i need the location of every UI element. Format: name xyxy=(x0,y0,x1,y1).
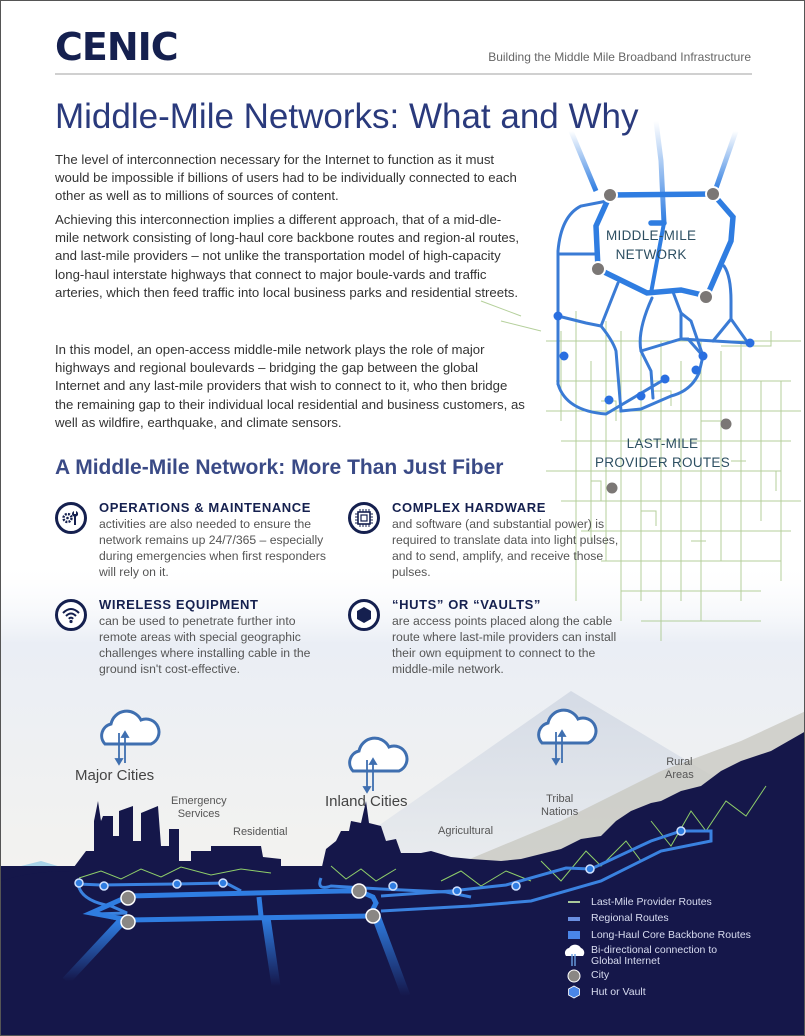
feature-body: activities are also needed to ensure the… xyxy=(99,517,326,579)
legend-label: Hut or Vault xyxy=(591,985,646,998)
emergency-line2: Services xyxy=(177,808,220,820)
legend-item: Last-Mile Provider Routes xyxy=(563,894,751,911)
last-mile-provider-routes-label: LAST-MILE PROVIDER ROUTES xyxy=(595,434,730,472)
label-rural-areas: Rural Areas xyxy=(665,756,694,782)
legend-label: Last-Mile Provider Routes xyxy=(591,895,712,908)
hexagon-icon xyxy=(348,599,380,631)
cenic-logo: CENIC xyxy=(55,25,179,69)
cloud-icons xyxy=(100,708,598,773)
label-agricultural: Agricultural xyxy=(438,825,494,837)
intro-paragraph-1: The level of interconnection necessary f… xyxy=(55,152,517,204)
page-title: Middle-Mile Networks: What and Why xyxy=(55,97,639,136)
middle-mile-label-line1: MIDDLE-MILE xyxy=(606,228,697,243)
feature-heading: COMPLEX HARDWARE xyxy=(392,500,547,515)
last-mile-label-line1: LAST-MILE xyxy=(626,436,699,451)
feature-heading: OPERATIONS & MAINTENANCE xyxy=(99,500,312,515)
legend-item: Regional Routes xyxy=(563,911,751,928)
legend-label: Long-Haul Core Backbone Routes xyxy=(591,928,751,941)
label-major-cities: Major Cities xyxy=(75,767,155,784)
last-mile-line-icon xyxy=(563,895,585,909)
last-mile-label-line2: PROVIDER ROUTES xyxy=(595,455,731,470)
regional-line-icon xyxy=(563,912,585,926)
legend: Last-Mile Provider Routes Regional Route… xyxy=(563,894,751,1001)
feature-body: can be used to penetrate further into re… xyxy=(99,614,311,676)
rural-line2: Areas xyxy=(665,769,694,781)
tribal-line1: Tribal xyxy=(546,793,574,805)
feature-body: and software (and substantial power) is … xyxy=(392,517,619,579)
legend-label: City xyxy=(591,969,610,982)
label-residential: Residential xyxy=(233,826,288,838)
feature-heading: “HUTS” OR “VAULTS” xyxy=(392,597,541,612)
emergency-line1: Emergency xyxy=(171,795,227,807)
tools-icon xyxy=(55,502,87,534)
label-inland-cities: Inland Cities xyxy=(325,793,408,810)
header-divider xyxy=(55,73,752,75)
middle-mile-network-label: MIDDLE-MILE NETWORK xyxy=(606,226,696,264)
legend-item: Hut or Vault xyxy=(563,984,751,1001)
label-tribal-nations: Tribal Nations xyxy=(541,793,578,819)
feature-body: are access points placed along the cable… xyxy=(392,614,617,676)
label-emergency-services: Emergency Services xyxy=(171,795,227,821)
tribal-line2: Nations xyxy=(541,806,579,818)
intro-paragraph-3: In this model, an open-access middle-mil… xyxy=(55,342,525,430)
middle-mile-label-line2: NETWORK xyxy=(615,247,687,262)
cloud-icon xyxy=(563,944,585,968)
wifi-icon xyxy=(55,599,87,631)
intro-paragraph-2: Achieving this interconnection implies a… xyxy=(55,212,520,300)
legend-item: City xyxy=(563,968,751,985)
rural-line1: Rural xyxy=(666,756,693,768)
legend-label: Regional Routes xyxy=(591,912,669,925)
hut-hexagon-icon xyxy=(563,985,585,999)
chip-icon xyxy=(348,502,380,534)
legend-item: Long-Haul Core Backbone Routes xyxy=(563,927,751,944)
backbone-line-icon xyxy=(563,928,585,942)
city-dot-icon xyxy=(563,969,585,983)
section-subtitle: A Middle-Mile Network: More Than Just Fi… xyxy=(55,456,504,479)
header-tagline: Building the Middle Mile Broadband Infra… xyxy=(488,50,751,64)
feature-heading: WIRELESS EQUIPMENT xyxy=(99,597,259,612)
